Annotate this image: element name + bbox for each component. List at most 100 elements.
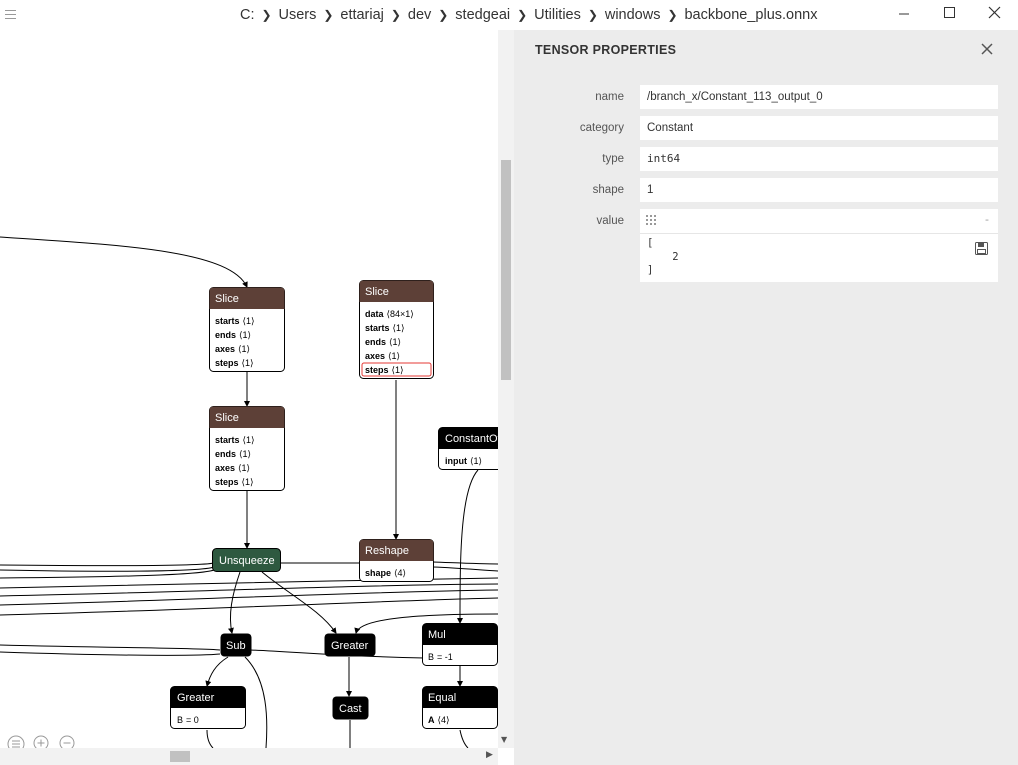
grid-icon[interactable] [646,215,658,227]
svg-text:steps⟨1⟩: steps⟨1⟩ [215,477,254,487]
vertical-scroll-thumb[interactable] [501,160,511,380]
graph-canvas[interactable]: Slice starts⟨1⟩ ends⟨1⟩ axes⟨1⟩ steps⟨1⟩… [0,30,498,748]
svg-text:ends⟨1⟩: ends⟨1⟩ [215,330,251,340]
attr-key: steps [215,358,239,368]
svg-text:starts⟨1⟩: starts⟨1⟩ [215,316,255,326]
attr-key: ends [365,337,386,347]
breadcrumb-segment[interactable]: ettariaj [340,7,384,23]
unsqueeze-node[interactable]: Unsqueeze [212,548,281,572]
breadcrumb-segment[interactable]: Users [278,7,317,23]
attr-key: axes [215,344,235,354]
attr-key: B [428,652,434,662]
attr-value: ⟨4⟩ [438,715,450,725]
breadcrumb-segment[interactable]: windows [604,7,661,23]
attr-value: ⟨1⟩ [243,435,255,445]
maximize-icon [944,7,955,18]
svg-text:B= 0: B= 0 [177,715,199,725]
svg-text:ends⟨1⟩: ends⟨1⟩ [365,337,401,347]
property-value-category[interactable]: Constant [640,116,998,140]
tensor-value-text: [ 2 ] [647,237,679,276]
attr-value: ⟨1⟩ [393,323,405,333]
slice-node[interactable]: Slice data⟨84×1⟩ starts⟨1⟩ ends⟨1⟩ axes⟨… [359,280,434,379]
scroll-down-arrow-icon[interactable]: ▼ [501,735,508,744]
attr-value: ⟨1⟩ [239,449,251,459]
attr-value: ⟨1⟩ [243,316,255,326]
scroll-right-arrow-icon[interactable]: ▶ [486,750,493,760]
slice-node[interactable]: Slice starts⟨1⟩ ends⟨1⟩ axes⟨1⟩ steps⟨1⟩ [209,406,285,491]
svg-text:shape⟨4⟩: shape⟨4⟩ [365,568,406,578]
breadcrumb-segment[interactable]: C: [240,7,255,23]
node-title: Reshape [365,545,409,557]
property-label-shape: shape [592,184,624,196]
attr-key: axes [215,463,235,473]
property-value-shape[interactable]: 1 [640,178,998,202]
cast-node[interactable]: Cast [332,696,369,720]
vertical-scrollbar[interactable]: ▼ [498,30,514,748]
window-close-button[interactable] [983,4,1007,24]
horizontal-scroll-thumb[interactable] [170,751,190,762]
breadcrumb-segment[interactable]: dev [407,7,432,23]
property-value-type[interactable]: int64 [640,147,998,171]
constant-of-shape-node[interactable]: ConstantOf input⟨1⟩ [438,427,499,470]
save-icon[interactable] [975,242,988,255]
attr-key: steps [365,365,389,375]
property-value-name[interactable]: /branch_x/Constant_113_output_0 [640,85,998,109]
maximize-button[interactable] [937,4,961,24]
attr-key: data [365,309,385,319]
svg-text:B= -1: B= -1 [428,652,453,662]
svg-text:axes⟨1⟩: axes⟨1⟩ [215,344,250,354]
greater-node[interactable]: Greater B= 0 [170,686,246,729]
title-bar: C:❯Users❯ettariaj❯dev❯stedgeai❯Utilities… [0,0,1018,30]
attr-key: starts [215,316,240,326]
property-label-value: value [596,215,625,227]
tensor-value-box: - [ 2 ] [640,209,998,282]
node-title: Equal [428,692,456,704]
attr-value: ⟨1⟩ [388,351,400,361]
attr-value: ⟨1⟩ [238,463,250,473]
minimize-icon [899,13,909,15]
attr-key: axes [365,351,385,361]
svg-text:starts⟨1⟩: starts⟨1⟩ [215,435,255,445]
close-icon [988,6,1001,19]
menu-icon[interactable] [5,10,16,21]
node-title: Slice [365,286,389,298]
greater-node[interactable]: Greater [324,633,376,657]
svg-text:A⟨4⟩: A⟨4⟩ [428,715,450,725]
breadcrumb-segment[interactable]: Utilities [534,7,581,23]
node-title: Unsqueeze [219,555,275,567]
svg-text:input⟨1⟩: input⟨1⟩ [445,456,482,466]
attr-value: ⟨1⟩ [238,344,250,354]
value-header: - [640,209,998,234]
attr-value: = -1 [437,652,453,662]
breadcrumb-segment[interactable]: stedgeai [455,7,511,23]
value-dash: - [985,213,989,226]
attr-value: ⟨4⟩ [394,568,406,578]
minimize-button[interactable] [892,4,916,24]
horizontal-scrollbar[interactable]: ▶ [0,748,498,765]
chevron-right-icon: ❯ [438,8,449,22]
svg-text:axes⟨1⟩: axes⟨1⟩ [215,463,250,473]
property-label-category: category [579,122,624,134]
chevron-right-icon: ❯ [261,8,272,22]
reshape-node[interactable]: Reshape shape⟨4⟩ [359,539,434,582]
attr-value: ⟨1⟩ [470,456,482,466]
sub-node[interactable]: Sub [220,633,252,657]
mul-node[interactable]: Mul B= -1 [422,623,498,666]
node-title: Cast [339,703,362,715]
attr-value: ⟨84×1⟩ [387,309,414,319]
equal-node[interactable]: Equal A⟨4⟩ [422,686,498,729]
attr-value: ⟨1⟩ [239,330,251,340]
svg-text:axes⟨1⟩: axes⟨1⟩ [365,351,400,361]
close-icon[interactable] [980,42,994,56]
panel-title: TENSOR PROPERTIES [535,43,677,57]
selected-attr-highlight[interactable] [361,362,432,377]
breadcrumb-segment[interactable]: backbone_plus.onnx [684,7,818,23]
chevron-right-icon: ❯ [667,8,678,22]
attr-key: steps [215,477,239,487]
slice-node[interactable]: Slice starts⟨1⟩ ends⟨1⟩ axes⟨1⟩ steps⟨1⟩ [209,287,285,372]
property-label-name: name [595,91,624,103]
attr-key: A [428,715,435,725]
attr-value: ⟨1⟩ [392,365,404,375]
attr-key: input [445,456,467,466]
attr-key: shape [365,568,391,578]
